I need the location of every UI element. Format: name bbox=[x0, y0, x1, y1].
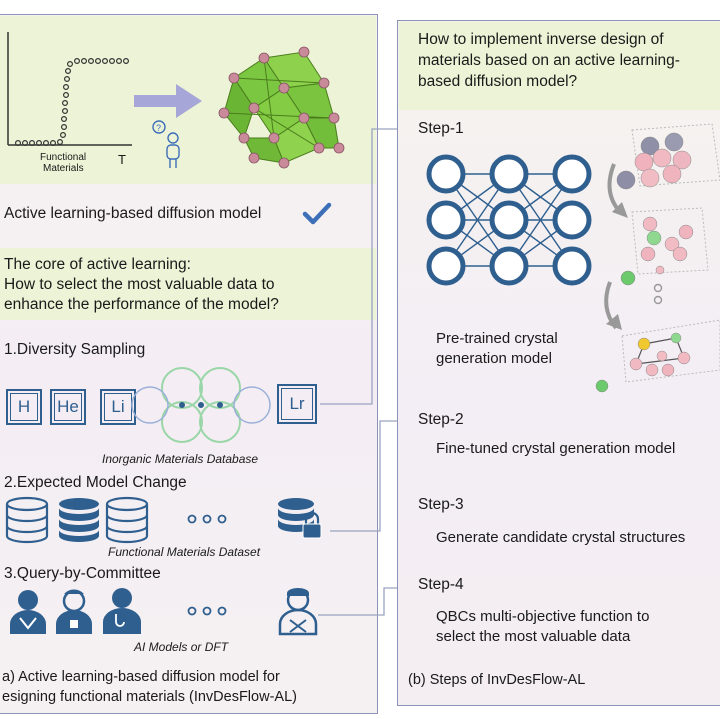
question-line-2: materials based on an active learning- bbox=[418, 52, 680, 69]
step-3-desc: Generate candidate crystal structures bbox=[436, 529, 686, 546]
database-icon bbox=[5, 496, 49, 544]
element-tile-he: He bbox=[50, 389, 86, 425]
step-1-label: Step-1 bbox=[418, 120, 464, 137]
person-thinking-icon: ? bbox=[152, 120, 180, 168]
core-line-3: enhance the performance of the model? bbox=[4, 296, 279, 313]
caption-b: (b) Steps of InvDesFlow-AL bbox=[408, 672, 586, 688]
core-line-2: How to select the most valuable data to bbox=[4, 276, 275, 293]
arrow-right-icon bbox=[134, 84, 202, 118]
step-1-desc-line-1: Pre-trained crystal bbox=[436, 330, 558, 347]
step-2-label: Step-2 bbox=[418, 411, 464, 428]
step-4-desc-line-1: QBCs multi-objective function to bbox=[436, 608, 650, 625]
lock-icon bbox=[302, 511, 322, 539]
diversity-rings-icon bbox=[131, 367, 271, 443]
section-2-title: 2.Expected Model Change bbox=[4, 474, 187, 491]
element-symbol: H bbox=[17, 397, 31, 416]
dataset-caption: Functional Materials Dataset bbox=[108, 545, 261, 559]
ellipsis-icon bbox=[187, 606, 227, 616]
element-tile-lr: Lr bbox=[277, 384, 317, 424]
right-panel bbox=[397, 20, 720, 706]
locked-database-icon bbox=[278, 498, 322, 539]
section-1-title: 1.Diversity Sampling bbox=[4, 341, 146, 358]
core-highlight bbox=[0, 248, 376, 320]
check-icon bbox=[302, 202, 332, 225]
step-3-label: Step-3 bbox=[418, 496, 464, 513]
step-1-desc-line-2: generation model bbox=[436, 350, 552, 367]
caption-a-line-1: a) Active learning-based diffusion model… bbox=[2, 669, 280, 685]
step-2-desc: Fine-tuned crystal generation model bbox=[436, 440, 676, 457]
core-line-1: The core of active learning: bbox=[4, 256, 191, 273]
element-symbol: He bbox=[57, 397, 79, 416]
person-icon bbox=[56, 589, 92, 634]
question-line-3: based diffusion model? bbox=[418, 73, 578, 90]
step-4-label: Step-4 bbox=[418, 576, 464, 593]
database-icon bbox=[105, 496, 149, 544]
graph-xlabel-line2: Materials bbox=[43, 163, 84, 174]
question-line-1: How to implement inverse design of bbox=[418, 31, 664, 48]
neural-network-icon bbox=[426, 154, 592, 286]
person-icon bbox=[278, 588, 318, 636]
step-4-desc-line-2: select the most valuable data bbox=[436, 628, 631, 645]
graph-xlabel-line1: Functional bbox=[40, 152, 87, 163]
question-highlight bbox=[399, 22, 720, 110]
element-symbol: Lr bbox=[289, 394, 305, 413]
element-symbol: Li bbox=[111, 397, 125, 416]
phase-transition-graph bbox=[7, 32, 132, 146]
section-3-title: 3.Query-by-Committee bbox=[4, 565, 161, 582]
database-caption: Inorganic Materials Database bbox=[102, 452, 259, 466]
ellipsis-icon bbox=[187, 514, 227, 524]
element-tile-h: H bbox=[6, 389, 42, 425]
database-icon bbox=[59, 498, 99, 542]
person-icon bbox=[103, 588, 141, 634]
crystal-structure-icon bbox=[218, 46, 345, 169]
person-icon bbox=[10, 590, 46, 634]
crystal-structure-icon bbox=[595, 123, 720, 393]
committee-caption: AI Models or DFT bbox=[134, 640, 229, 654]
graph-axis-t: T bbox=[118, 152, 126, 167]
caption-a-line-2: esigning functional materials (InvDesFlo… bbox=[2, 689, 297, 705]
model-label: Active learning-based diffusion model bbox=[4, 205, 262, 222]
svg-text:?: ? bbox=[156, 123, 161, 133]
